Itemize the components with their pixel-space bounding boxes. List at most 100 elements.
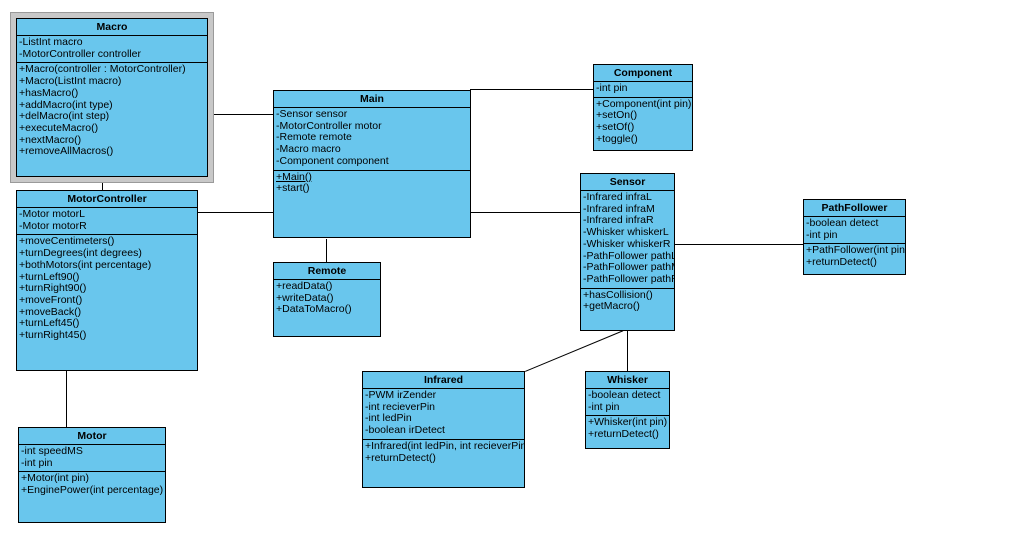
class-methods-sensor: +hasCollision() +getMacro(): [581, 289, 674, 315]
class-attribute: -PathFollower pathR: [583, 272, 675, 285]
class-attribute: -Whisker whiskerL: [583, 226, 669, 239]
class-method: +moveBack(): [19, 305, 82, 318]
class-box-component[interactable]: Component -int pin +Component(int pin) +…: [593, 64, 693, 151]
class-attribute: -Infrared infraR: [583, 214, 654, 227]
class-attribute: -PathFollower pathL: [583, 249, 675, 262]
class-method-static: +Main(): [276, 170, 312, 183]
connector-motorcontroller-motor: [66, 371, 67, 428]
class-box-remote[interactable]: Remote +readData() +writeData() +DataToM…: [273, 262, 381, 337]
class-method: +moveCentimeters(): [19, 235, 115, 248]
class-method: +addMacro(int type): [19, 98, 113, 111]
class-attributes-pathfollower: -boolean detect -int pin: [804, 217, 905, 245]
class-title-motorcontroller: MotorController: [17, 191, 197, 208]
class-attribute: -Sensor sensor: [276, 108, 348, 120]
class-box-infrared[interactable]: Infrared -PWM irZender -int recieverPin …: [362, 371, 525, 488]
class-attribute: -Motor motorL: [19, 208, 85, 220]
class-box-main[interactable]: Main -Sensor sensor -MotorController mot…: [273, 90, 471, 238]
class-method: +removeAllMacros(): [19, 145, 114, 158]
class-method: +DataToMacro(): [276, 303, 352, 316]
class-attribute: -PWM irZender: [365, 389, 437, 401]
class-attributes-motor: -int speedMS -int pin: [19, 445, 165, 473]
class-method: +writeData(): [276, 291, 334, 304]
class-attribute: -int pin: [806, 228, 838, 241]
class-method: +turnLeft90(): [19, 270, 80, 283]
class-attribute: -Motor motorR: [19, 219, 87, 232]
class-method: +delMacro(int step): [19, 110, 110, 123]
connector-sensor-pathfollower: [675, 244, 803, 245]
class-method: +readData(): [276, 280, 333, 292]
class-attributes-infrared: -PWM irZender -int recieverPin -int ledP…: [363, 389, 524, 440]
class-attributes-sensor: -Infrared infraL -Infrared infraM -Infra…: [581, 191, 674, 289]
class-attribute: -ListInt macro: [19, 36, 83, 48]
class-attribute: -Infrared infraL: [583, 191, 652, 203]
class-methods-main: +Main() +start(): [274, 171, 470, 197]
connector-motorcontroller-main: [196, 212, 276, 213]
class-methods-remote: +readData() +writeData() +DataToMacro(): [274, 280, 380, 318]
class-attribute: -MotorController motor: [276, 119, 382, 132]
class-method: +returnDetect(): [588, 428, 659, 441]
class-method: +turnRight90(): [19, 282, 87, 295]
class-title-infrared: Infrared: [363, 372, 524, 389]
class-box-pathfollower[interactable]: PathFollower -boolean detect -int pin +P…: [803, 199, 906, 275]
class-method: +bothMotors(int percentage): [19, 258, 152, 271]
class-method: +turnRight45(): [19, 329, 87, 342]
class-method: +setOn(): [596, 109, 638, 122]
class-method: +Component(int pin): [596, 97, 692, 110]
class-methods-motorcontroller: +moveCentimeters() +turnDegrees(int degr…: [17, 235, 197, 343]
class-methods-pathfollower: +PathFollower(int pin) +returnDetect(): [804, 244, 905, 270]
class-title-sensor: Sensor: [581, 174, 674, 191]
class-method: +executeMacro(): [19, 121, 99, 134]
class-methods-component: +Component(int pin) +setOn() +setOf() +t…: [594, 98, 692, 148]
class-attribute: -boolean detect: [806, 217, 879, 229]
class-box-whisker[interactable]: Whisker -boolean detect -int pin +Whiske…: [585, 371, 670, 449]
class-attribute: -int speedMS: [21, 445, 83, 457]
class-attribute: -int pin: [588, 400, 620, 413]
class-method: +Motor(int pin): [21, 472, 89, 485]
class-method: +EnginePower(int percentage): [21, 484, 164, 497]
class-attributes-whisker: -boolean detect -int pin: [586, 389, 669, 417]
class-method: +moveFront(): [19, 293, 83, 306]
class-method: +PathFollower(int pin): [806, 244, 906, 257]
class-attributes-main: -Sensor sensor -MotorController motor -R…: [274, 108, 470, 171]
class-attribute: -int ledPin: [365, 412, 412, 425]
class-method: +Macro(controller : MotorController): [19, 63, 186, 76]
class-title-remote: Remote: [274, 263, 380, 280]
class-method: +turnLeft45(): [19, 317, 80, 330]
class-attribute: -PathFollower pathM: [583, 261, 675, 274]
class-method: +getMacro(): [583, 300, 640, 313]
connector-main-component: [470, 89, 594, 90]
class-attribute: -int pin: [596, 82, 628, 94]
class-attribute: -boolean detect: [588, 389, 661, 401]
class-attribute: -Macro macro: [276, 143, 341, 156]
connector-macro-motorcontroller: [102, 180, 103, 195]
class-method: +turnDegrees(int degrees): [19, 247, 142, 260]
connector-macro-main: [196, 114, 276, 115]
class-title-component: Component: [594, 65, 692, 82]
connector-sensor-whisker: [627, 331, 628, 371]
class-method: +Macro(ListInt macro): [19, 75, 122, 88]
class-box-motorcontroller[interactable]: MotorController -Motor motorL -Motor mot…: [16, 190, 198, 371]
class-method: +Whisker(int pin): [588, 416, 668, 429]
class-attribute: -boolean irDetect: [365, 424, 445, 437]
class-methods-infrared: +Infrared(int ledPin, int recieverPin) +…: [363, 440, 524, 466]
class-method: +toggle(): [596, 132, 638, 145]
class-methods-motor: +Motor(int pin) +EnginePower(int percent…: [19, 472, 165, 498]
class-box-motor[interactable]: Motor -int speedMS -int pin +Motor(int p…: [18, 427, 166, 523]
class-method: +returnDetect(): [806, 256, 877, 269]
class-method: +hasCollision(): [583, 288, 653, 301]
class-attribute: -Infrared infraM: [583, 202, 655, 215]
class-attribute: -Whisker whiskerR: [583, 237, 671, 250]
class-attributes-motorcontroller: -Motor motorL -Motor motorR: [17, 208, 197, 236]
class-method: +Infrared(int ledPin, int recieverPin): [365, 439, 525, 452]
class-attribute: -Component component: [276, 154, 389, 167]
class-method: +nextMacro(): [19, 133, 82, 146]
class-title-macro: Macro: [17, 19, 207, 36]
class-box-macro[interactable]: Macro -ListInt macro -MotorController co…: [16, 18, 208, 177]
class-methods-whisker: +Whisker(int pin) +returnDetect(): [586, 416, 669, 442]
class-method: +start(): [276, 182, 310, 195]
class-title-pathfollower: PathFollower: [804, 200, 905, 217]
connector-main-remote: [326, 239, 327, 263]
class-attribute: -Remote remote: [276, 131, 352, 144]
class-box-sensor[interactable]: Sensor -Infrared infraL -Infrared infraM…: [580, 173, 675, 331]
